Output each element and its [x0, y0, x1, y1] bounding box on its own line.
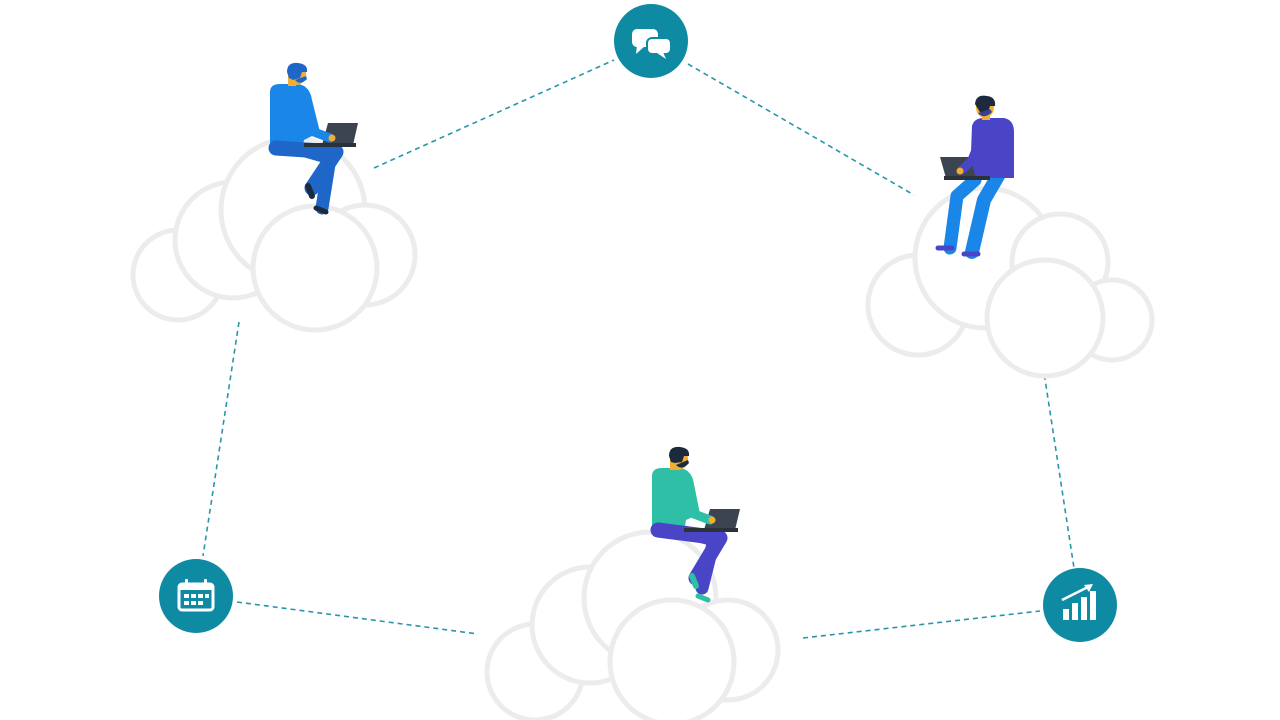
connector-line — [202, 321, 240, 557]
bar-chart-growth-icon — [1061, 584, 1096, 620]
analytics-badge — [1043, 568, 1117, 642]
chat-bubbles-icon — [632, 29, 672, 59]
cloud-bottom-center — [484, 529, 781, 720]
connector-line — [236, 601, 479, 635]
calendar-icon — [177, 579, 215, 612]
person-top-left — [268, 62, 358, 215]
person-top-right — [935, 95, 1014, 259]
cloud-top-left — [130, 135, 418, 333]
calendar-badge — [159, 559, 233, 633]
connector-line — [1042, 365, 1075, 569]
chat-badge — [614, 4, 688, 78]
person-bottom-center — [650, 446, 740, 603]
connector-line — [373, 59, 615, 169]
connector-line — [687, 63, 915, 196]
connector-line — [802, 610, 1041, 639]
cloud-top-right — [865, 185, 1155, 379]
connector-lines — [202, 59, 1075, 639]
